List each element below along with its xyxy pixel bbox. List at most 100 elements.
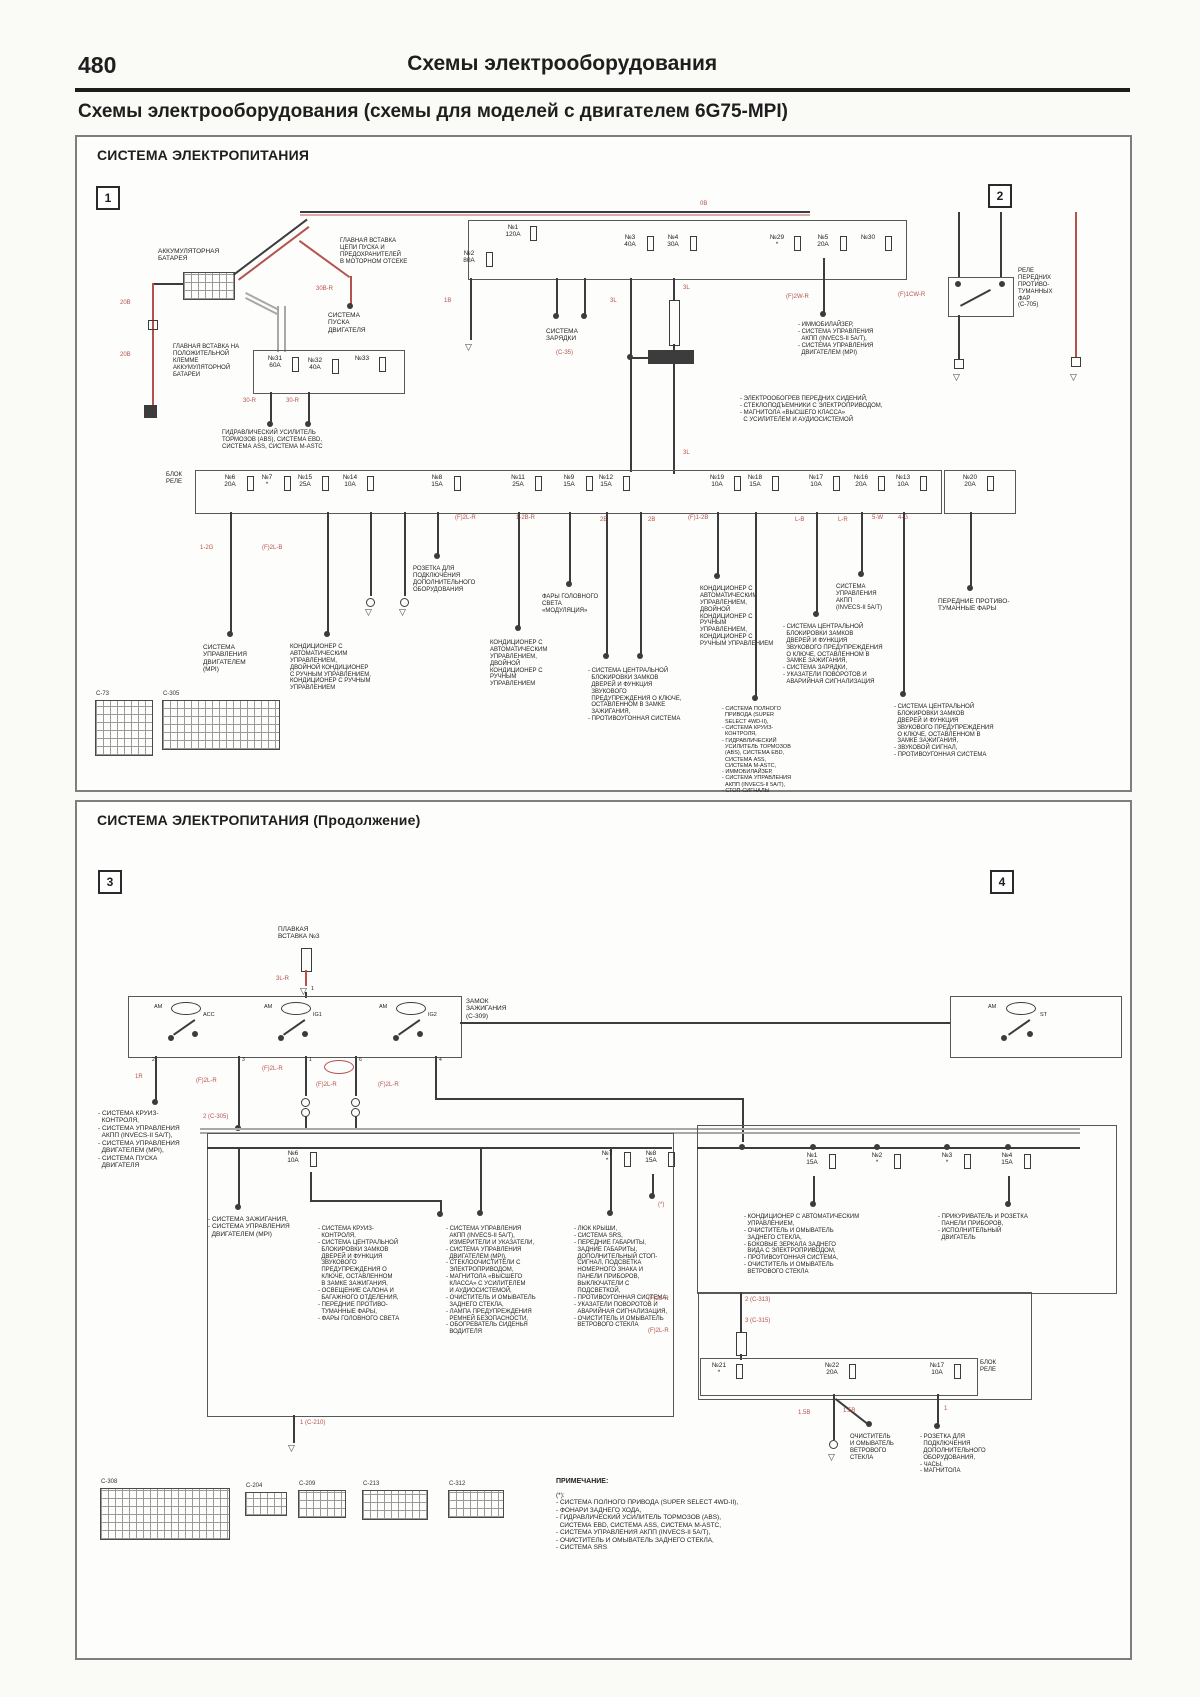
wire <box>327 512 329 636</box>
connector-ref-label: С-209 <box>299 1481 316 1487</box>
diagram-label: 3L <box>683 285 690 291</box>
fuse2-1: №1 15А <box>795 1152 836 1169</box>
wire <box>717 512 719 578</box>
fuse2-3: №3 * <box>930 1152 971 1169</box>
accessories-label: - ЭЛЕКТРООБОГРЕВ ПЕРЕДНИХ СИДЕНИЙ, - СТЕ… <box>740 396 883 423</box>
junction-dot <box>649 1193 655 1199</box>
wire <box>284 306 286 352</box>
junction-dot <box>393 1035 399 1041</box>
ground-arrow-icon: ▽ <box>399 607 406 617</box>
ground-icon: ▽ <box>1070 372 1077 382</box>
wire <box>308 392 310 422</box>
page-number: 480 <box>78 52 117 78</box>
fuse-symbol-icon <box>1024 1154 1031 1169</box>
ground-icon: ▽ <box>828 1452 835 1462</box>
wire <box>238 226 310 281</box>
wire <box>861 512 863 576</box>
junction-dot <box>227 631 233 637</box>
wire <box>823 258 825 316</box>
wire <box>440 1200 442 1216</box>
fuse-symbol-icon <box>954 1364 961 1379</box>
fuse-9: №9 15А <box>552 474 593 491</box>
wire <box>152 283 154 405</box>
fuse2-21: №21 * <box>702 1362 743 1379</box>
diagram-label: (F)2L-R <box>378 1082 399 1088</box>
diagram-label: 20В <box>120 300 131 306</box>
connector-icon <box>351 1098 360 1107</box>
diagram-label: AM <box>264 1004 273 1010</box>
fuse-symbol-icon <box>379 357 386 372</box>
ground-icon: ▽ <box>399 598 409 618</box>
fuse-4: №4 30А <box>656 234 697 251</box>
junction-dot <box>967 585 973 591</box>
diagram-label: 6 <box>359 1057 362 1063</box>
col4-loads-label: - ЛЮК КРЫШИ, - СИСТЕМА SRS, - ПЕРЕДНИЕ Г… <box>574 1226 669 1329</box>
panel2-title: СИСТЕМА ЭЛЕКТРОПИТАНИЯ (Продолжение) <box>97 812 421 828</box>
diagram-marker-4: 4 <box>990 870 1014 894</box>
wire <box>350 276 352 306</box>
wire <box>230 512 232 636</box>
relay-strip-2 <box>700 1358 978 1396</box>
diagram-label: 1R <box>135 1074 143 1080</box>
wire <box>556 278 558 318</box>
fuse-symbol-icon <box>486 252 493 267</box>
wire <box>300 211 810 213</box>
wire <box>813 1176 815 1206</box>
fuse-symbol-icon <box>833 476 840 491</box>
fuse-3: №3 40А <box>613 234 654 251</box>
diagram-label: 1.5В <box>843 1408 856 1414</box>
fusible-link-icon <box>736 1332 747 1356</box>
document-title: Схемы электрооборудования (схемы для мод… <box>78 101 788 122</box>
diagram-label: (*) <box>658 1202 665 1208</box>
charging-system-label: СИСТЕМА ЗАРЯДКИ <box>546 328 578 343</box>
wire <box>300 214 810 216</box>
junction-dot <box>934 1423 940 1429</box>
engine-bay-fuses-label: ГЛАВНАЯ ВСТАВКА ЦЕПИ ПУСКА И ПРЕДОХРАНИТ… <box>340 238 408 265</box>
diagram-label: 1 <box>311 986 315 992</box>
connector-icon <box>954 359 964 369</box>
fuse-6: №6 20А <box>213 474 254 491</box>
fuse-symbol-icon <box>840 236 847 251</box>
diagram-label: 5-W <box>872 515 883 521</box>
junction-dot <box>1005 1144 1011 1150</box>
wire <box>200 1132 1080 1134</box>
header-title: Схемы электрооборудования <box>407 52 718 75</box>
central-lock-label-2: - СИСТЕМА ЦЕНТРАЛЬНОЙ БЛОКИРОВКИ ЗАМКОВ … <box>783 624 883 686</box>
junction-dot <box>739 1144 745 1150</box>
fusible-link-3-label: ПЛАВКАЯ ВСТАВКА №3 <box>278 926 320 941</box>
fuse-symbol-icon <box>894 1154 901 1169</box>
connector2-4: С-213 <box>362 1481 428 1520</box>
junction-dot <box>603 653 609 659</box>
fuse-symbol-icon <box>284 476 291 491</box>
fuse-11: №11 25А <box>501 474 542 491</box>
ground-block-icon <box>144 405 157 418</box>
junction-dot <box>302 1031 308 1037</box>
diagram-label: 30-R <box>286 398 300 404</box>
wire <box>370 512 372 596</box>
diagram-label: 0В <box>700 201 708 207</box>
wire <box>404 512 406 596</box>
diagram-label: AM <box>379 1004 388 1010</box>
wire <box>606 512 608 658</box>
diagram-label: (F)2L-R <box>455 515 476 521</box>
fuse-8: №8 15А <box>420 474 461 491</box>
diagram-label: ACC <box>203 1012 215 1018</box>
fuse-symbol-icon <box>247 476 254 491</box>
wire <box>238 1147 240 1209</box>
junction-dot <box>900 691 906 697</box>
front-fog-label: ПЕРЕДНИЕ ПРОТИВО- ТУМАННЫЕ ФАРЫ <box>938 598 1010 613</box>
starting-system-label: СИСТЕМА ПУСКА ДВИГАТЕЛЯ <box>328 312 366 334</box>
fuse-symbol-icon <box>624 1152 631 1167</box>
engine-control-label: СИСТЕМА УПРАВЛЕНИЯ ДВИГАТЕЛЕМ (MPI) <box>203 644 247 674</box>
fusible-link-icon <box>669 300 680 346</box>
connector-c305: С-305 <box>162 691 280 750</box>
junction-dot <box>637 653 643 659</box>
diagram-label: (F)2L-В <box>262 545 283 551</box>
battery <box>183 272 235 300</box>
wire <box>437 512 439 558</box>
fuse-29: №29 * <box>760 234 801 251</box>
fuse-30: №30 <box>851 234 892 251</box>
diagram-label: (F)2W-R <box>786 294 809 300</box>
